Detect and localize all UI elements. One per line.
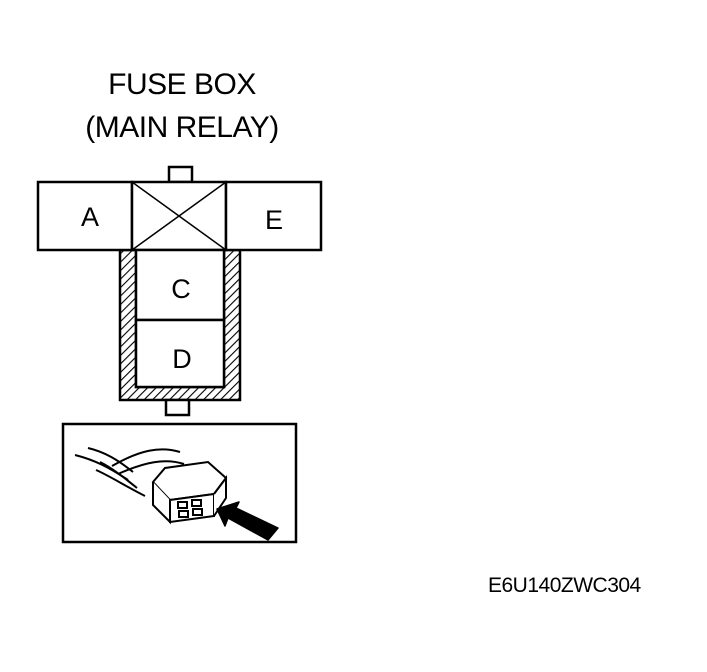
terminal-c-label: C bbox=[171, 274, 191, 304]
terminal-a-label: A bbox=[81, 202, 99, 232]
cross-line-2 bbox=[131, 181, 227, 251]
terminal-c-cell bbox=[134, 248, 226, 322]
terminal-e-label: E bbox=[265, 205, 283, 235]
terminal-e-cell bbox=[224, 180, 323, 252]
terminal-a-cell bbox=[36, 180, 134, 252]
terminal-d-label: D bbox=[172, 344, 192, 374]
terminal-d-cell bbox=[134, 318, 226, 389]
title-line-1: FUSE BOX bbox=[108, 68, 256, 101]
bottom-tab bbox=[164, 398, 191, 417]
top-tab bbox=[167, 165, 194, 184]
arrow-icon bbox=[216, 501, 279, 541]
title-line-2: (MAIN RELAY) bbox=[85, 111, 279, 144]
figure-code: E6U140ZWC304 bbox=[488, 574, 641, 597]
connector-icon bbox=[74, 447, 228, 525]
